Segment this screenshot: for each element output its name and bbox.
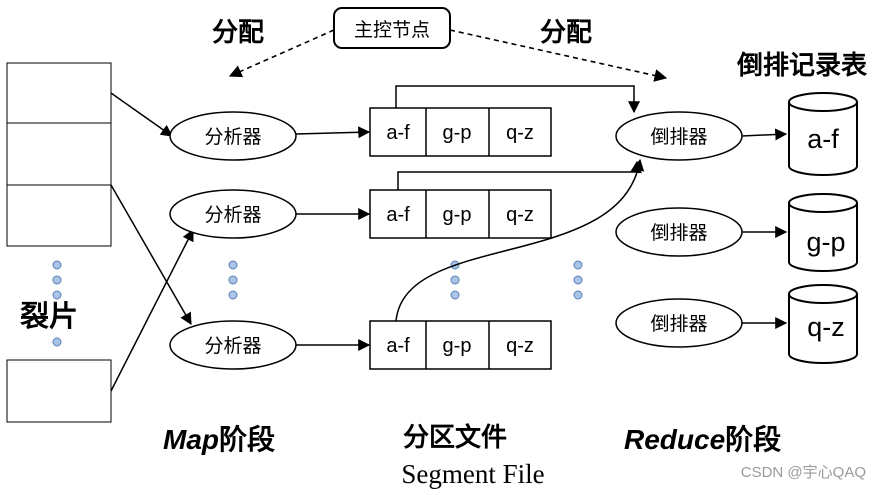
cylinder-body	[788, 294, 858, 364]
assign-left-label: 分配	[212, 17, 264, 47]
ellipsis-dot	[52, 290, 62, 300]
cylinder-top	[788, 284, 858, 304]
partition-cell: g-p	[443, 204, 472, 226]
index-title: 倒排记录表	[736, 50, 868, 80]
map-phase-cn: 阶段	[219, 423, 275, 455]
master-node-label: 主控节点	[354, 19, 430, 41]
ellipsis-dot	[573, 275, 583, 285]
mapper: 分析器	[169, 189, 297, 239]
cylinder-body	[788, 203, 858, 272]
ellipsis-dot	[52, 337, 62, 347]
ellipsis-dot	[450, 290, 460, 300]
ellipsis-dot	[450, 275, 460, 285]
reducer-label: 倒排器	[650, 313, 707, 335]
ellipsis-dot	[52, 275, 62, 285]
assign-right-label: 分配	[540, 17, 592, 47]
mapper: 分析器	[169, 111, 297, 161]
partition-cell: a-f	[386, 335, 410, 357]
partition-cell: q-z	[506, 335, 534, 357]
split-block	[6, 184, 112, 247]
split-to-mapper-arrow	[110, 92, 173, 137]
master-node: 主控节点	[333, 7, 451, 49]
map-phase-label: Map阶段	[163, 423, 275, 455]
ellipsis-dot	[573, 260, 583, 270]
assign-map-arrow	[228, 29, 335, 78]
partition-cell: a-f	[386, 204, 410, 226]
ellipsis-dot	[228, 260, 238, 270]
split-to-mapper-arrow	[110, 228, 194, 392]
partition-phase-cn: 分区文件	[403, 422, 507, 452]
reducer-to-store-arrow	[741, 128, 788, 141]
reduce-phase-cn: 阶段	[725, 423, 781, 455]
index-store: g-p	[788, 193, 858, 272]
cylinder-body	[788, 102, 858, 176]
shuffle-arrow	[395, 158, 645, 322]
ellipsis-dot	[228, 275, 238, 285]
index-store: a-f	[788, 92, 858, 176]
split-block	[6, 62, 112, 124]
partition-cell: q-z	[506, 122, 534, 144]
partition-cell: q-z	[506, 204, 534, 226]
reducer: 倒排器	[615, 298, 743, 348]
cylinder-top	[788, 193, 858, 213]
partition-row: a-f g-p q-z	[369, 320, 552, 370]
assign-reduce-arrow	[449, 29, 668, 82]
mapper-to-partition-arrow	[295, 126, 371, 139]
partition-phase-en: Segment File	[401, 459, 544, 489]
mapper-label: 分析器	[204, 204, 261, 226]
reducer: 倒排器	[615, 111, 743, 161]
cylinder-top	[788, 92, 858, 112]
partition-row: a-f g-p q-z	[369, 189, 552, 239]
split-to-mapper-arrow	[110, 184, 192, 326]
mapper-label: 分析器	[204, 335, 261, 357]
store-label: g-p	[806, 227, 845, 257]
reducer: 倒排器	[615, 207, 743, 257]
store-label: q-z	[807, 312, 845, 342]
reduce-phase-label: Reduce阶段	[624, 423, 781, 455]
map-phase-en: Map	[163, 424, 219, 455]
ellipsis-dot	[573, 290, 583, 300]
shuffle-arrow	[397, 160, 642, 190]
input-splits: 裂片	[6, 62, 112, 423]
reduce-phase-en: Reduce	[624, 424, 725, 455]
partition-box	[369, 320, 552, 370]
partition-box	[369, 107, 552, 157]
split-block	[6, 122, 112, 186]
partition-cell: g-p	[443, 335, 472, 357]
split-block	[6, 359, 112, 423]
shuffle-arrow	[395, 85, 640, 114]
ellipsis-dot	[52, 260, 62, 270]
partition-cell: g-p	[443, 122, 472, 144]
partition-box	[369, 189, 552, 239]
ellipsis-dot	[228, 290, 238, 300]
mapper-label: 分析器	[204, 126, 261, 148]
mapper: 分析器	[169, 320, 297, 370]
reducer-label: 倒排器	[650, 126, 707, 148]
partition-row: a-f g-p q-z	[369, 107, 552, 157]
store-label: a-f	[807, 124, 839, 154]
watermark: CSDN @宇心QAQ	[741, 464, 866, 481]
reducer-label: 倒排器	[650, 222, 707, 244]
index-store: q-z	[788, 284, 858, 364]
mapper-ellipse	[169, 111, 297, 161]
splits-label: 裂片	[20, 300, 78, 333]
partition-cell: a-f	[386, 122, 410, 144]
master-node-box	[333, 7, 451, 49]
